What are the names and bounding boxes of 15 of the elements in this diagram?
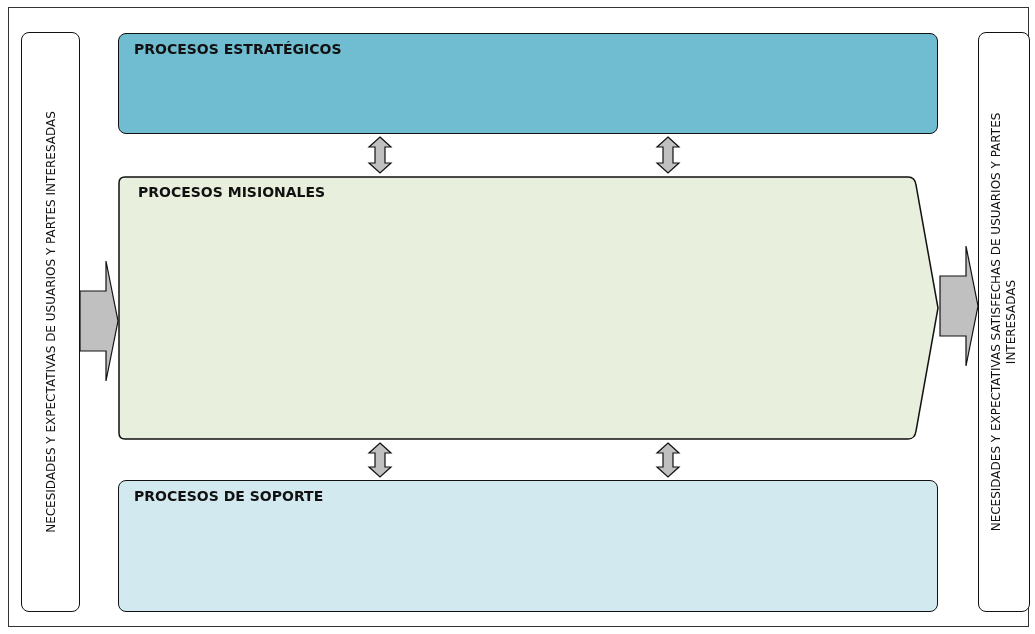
side-panel bbox=[21, 32, 80, 612]
section-heading: PROCESOS DE SOPORTE bbox=[134, 488, 324, 504]
block-arrow bbox=[655, 136, 681, 174]
section-heading: PROCESOS ESTRATÉGICOS bbox=[134, 41, 342, 57]
block-arrow bbox=[367, 136, 393, 174]
process-box bbox=[118, 33, 938, 134]
side-panel bbox=[978, 32, 1030, 612]
side-label: NECESIDADES Y EXPECTATIVAS DE USUARIOS Y PARTES INTERESADAS bbox=[43, 110, 58, 535]
process-box bbox=[118, 480, 938, 612]
block-arrow bbox=[367, 442, 393, 478]
block-arrow bbox=[655, 442, 681, 478]
block-arrow bbox=[79, 260, 119, 382]
section-heading: PROCESOS MISIONALES bbox=[138, 184, 326, 200]
block-arrow bbox=[939, 245, 979, 367]
side-label: NECESIDADES Y EXPECTATIVAS SATISFECHAS DE USUARIOS Y PARTES INTERESADAS bbox=[989, 111, 1019, 534]
